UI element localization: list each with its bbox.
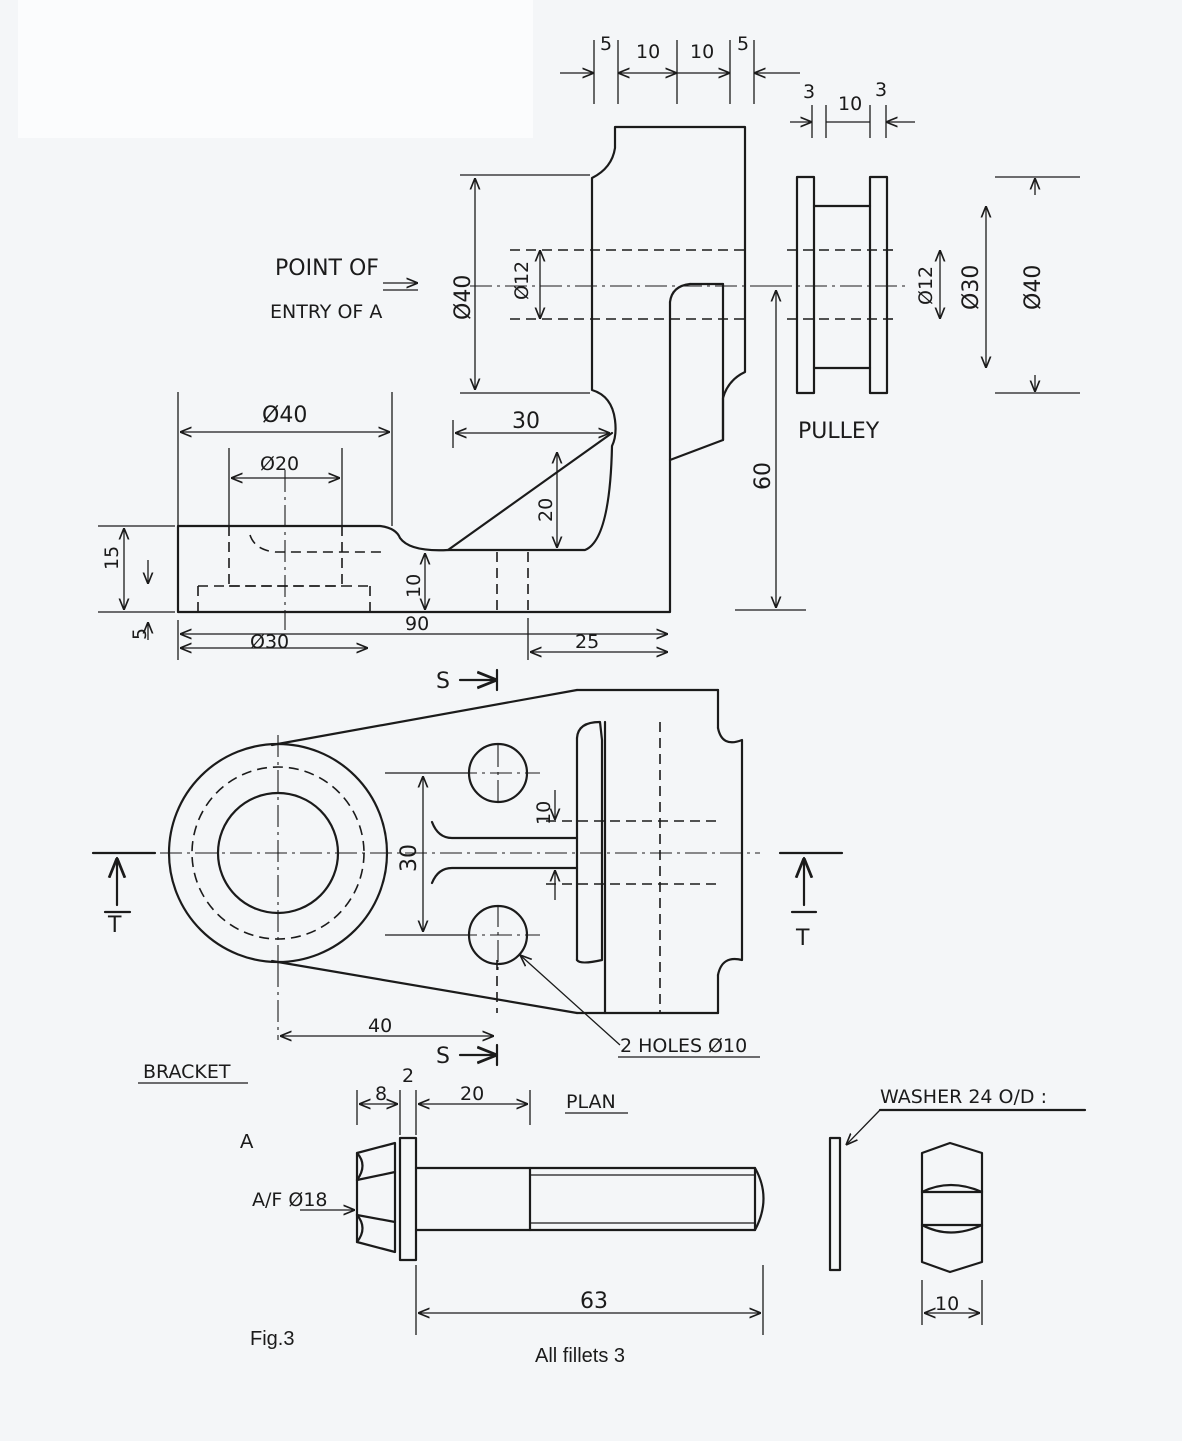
dim-plan-30: 30 — [397, 844, 422, 872]
pulley-label: PULLEY — [798, 419, 880, 444]
dim-10: 10 — [403, 574, 425, 598]
part-a-label: A — [240, 1131, 254, 1153]
dim-30: 30 — [512, 409, 540, 434]
dim-top-5a: 5 — [600, 33, 612, 55]
dim-top-10b: 10 — [690, 41, 714, 63]
dim-nut-10: 10 — [935, 1293, 959, 1315]
dim-bolt-20: 20 — [460, 1083, 484, 1105]
bolt-view — [355, 1136, 765, 1262]
scan-patch — [18, 0, 533, 138]
section-t-right: T — [795, 926, 810, 951]
washer-leader — [846, 1109, 881, 1145]
point-of-entry-line1: POINT OF — [275, 256, 379, 281]
section-markers — [91, 668, 844, 1067]
dim-60: 60 — [751, 462, 776, 490]
dim-pulley-d30: Ø30 — [959, 265, 984, 310]
dim-15: 15 — [101, 546, 123, 570]
pulley-view — [770, 175, 905, 395]
plan-view — [160, 688, 760, 1040]
nut-view — [920, 1141, 984, 1274]
dim-d40-left: Ø40 — [451, 275, 476, 320]
section-s-bottom: S — [436, 1044, 450, 1069]
dim-base-d30: Ø30 — [250, 631, 289, 653]
point-of-entry-line2: ENTRY OF A — [270, 301, 382, 323]
dim-plan-10: 10 — [533, 801, 555, 825]
dim-pulley-3a: 3 — [803, 81, 815, 103]
dim-20: 20 — [535, 498, 557, 522]
figure-label: Fig.3 — [250, 1328, 294, 1350]
af-label: A/F Ø18 — [252, 1189, 328, 1211]
dimension-labels: 5 10 10 5 3 10 3 Ø40 Ø12 Ø12 Ø30 Ø40 60 … — [101, 33, 1046, 1315]
dim-base-d40: Ø40 — [262, 403, 307, 428]
dim-plan-40: 40 — [368, 1015, 392, 1037]
dim-pulley-d12: Ø12 — [915, 266, 937, 305]
holes-label: 2 HOLES Ø10 — [620, 1035, 747, 1057]
plan-label: PLAN — [566, 1091, 616, 1113]
dim-top-10a: 10 — [636, 41, 660, 63]
fillets-note: All fillets 3 — [535, 1345, 625, 1367]
dim-90: 90 — [405, 613, 429, 635]
dim-top-5b: 5 — [737, 33, 749, 55]
section-t-left: T — [107, 913, 122, 938]
dim-pulley-3b: 3 — [875, 79, 887, 101]
dim-pulley-10: 10 — [838, 93, 862, 115]
annotation-labels: POINT OF ENTRY OF A PULLEY BRACKET PLAN … — [107, 256, 1047, 1367]
dim-bolt-63: 63 — [580, 1289, 608, 1314]
bracket-label: BRACKET — [143, 1061, 231, 1083]
dim-25: 25 — [575, 631, 599, 653]
washer-part — [828, 1136, 842, 1272]
dim-bolt-8: 8 — [375, 1083, 387, 1105]
dim-base-d20: Ø20 — [260, 453, 299, 475]
dimension-lines — [98, 40, 1080, 1335]
section-s-top: S — [436, 669, 450, 694]
dim-pulley-d40: Ø40 — [1021, 265, 1046, 310]
bracket-elevation — [176, 125, 780, 630]
dim-d12-left: Ø12 — [511, 261, 533, 300]
dim-5: 5 — [129, 628, 151, 640]
dim-bolt-2: 2 — [402, 1065, 414, 1087]
washer-label: WASHER 24 O/D : — [880, 1086, 1047, 1108]
